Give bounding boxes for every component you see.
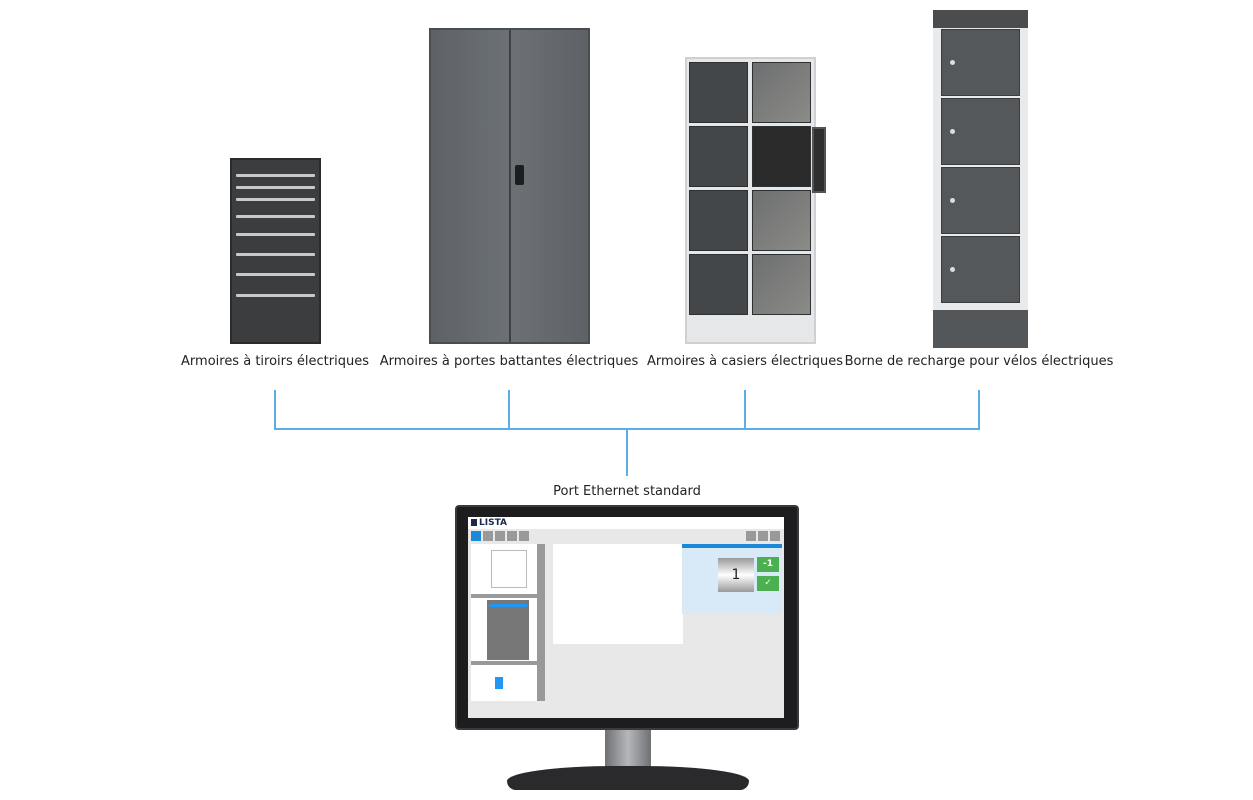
product-label-swing-door: Armoires à portes battantes électriques (379, 354, 639, 369)
monitor-screen: LISTA 1 -1 ✓ (468, 517, 784, 718)
bike-charging-station-image (933, 10, 1028, 348)
quantity-display: 1 (718, 558, 754, 592)
decrement-button[interactable]: -1 (757, 557, 779, 572)
lista-logo: LISTA (471, 518, 507, 528)
swing-door-cabinet-image (429, 28, 590, 344)
monitor-base (507, 766, 749, 790)
lock-icon (515, 165, 524, 185)
connector-line (274, 390, 276, 430)
connector-line (508, 390, 510, 430)
confirm-button[interactable]: ✓ (757, 576, 779, 591)
ethernet-label: Port Ethernet standard (553, 484, 701, 499)
connector-line (978, 390, 980, 430)
monitor-stand (605, 730, 651, 770)
checkmark-icon: ✓ (764, 578, 772, 588)
product-label-locker: Armoires à casiers électriques (646, 354, 844, 369)
open-locker-door (812, 127, 826, 193)
locker-cabinet-image (685, 57, 816, 344)
connector-trunk (626, 428, 628, 476)
drawer-cabinet-image (230, 158, 321, 344)
product-label-drawer: Armoires à tiroirs électriques (181, 354, 369, 369)
product-label-bike: Borne de recharge pour vélos électriques (844, 354, 1114, 369)
connector-line (744, 390, 746, 430)
